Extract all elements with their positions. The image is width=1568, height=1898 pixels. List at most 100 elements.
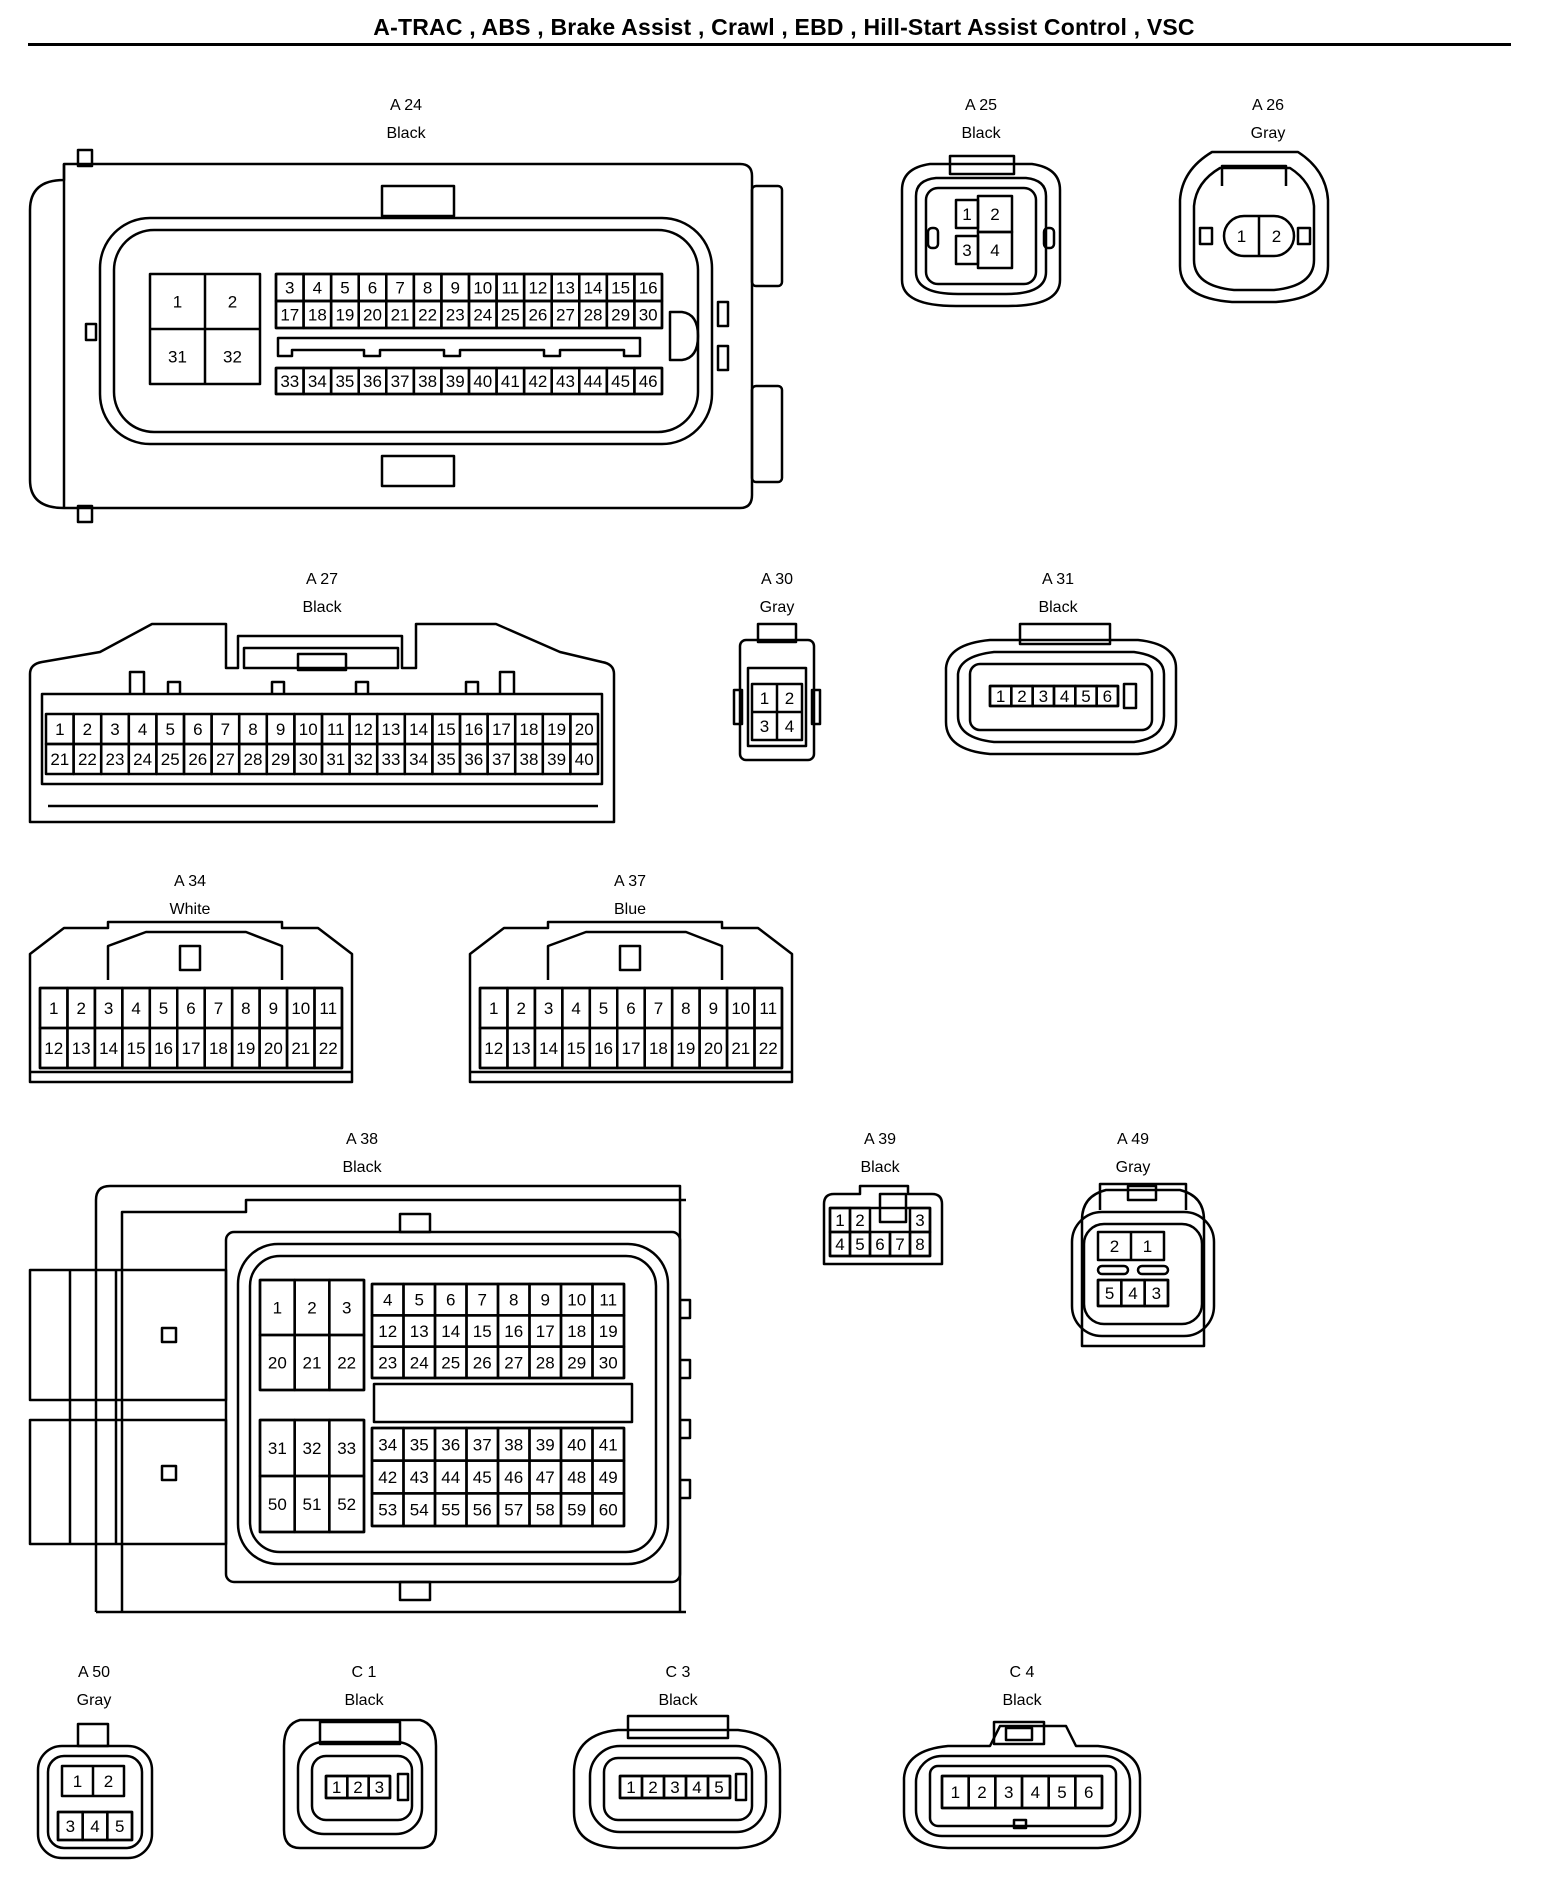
a24-pin-4: 4 — [313, 279, 322, 298]
a38-pin-50: 50 — [268, 1495, 287, 1514]
a38-pin-8: 8 — [509, 1291, 518, 1310]
a49-pin-5: 5 — [1105, 1284, 1114, 1303]
a26-notch-left — [1198, 226, 1214, 246]
a34-pin-22-cell — [313, 1026, 344, 1070]
a38-pin-52-cell — [328, 1474, 366, 1534]
a38-pin-5: 5 — [415, 1291, 424, 1310]
a27-pin-35: 35 — [437, 750, 456, 769]
a24-latch-bottom — [380, 454, 456, 488]
a39-connector-id: A 39 — [864, 1131, 896, 1148]
c1-pin-3: 3 — [375, 1778, 384, 1797]
a38-pin-39: 39 — [536, 1435, 555, 1454]
a27-pin-frame — [40, 692, 604, 786]
a34-pin-7: 7 — [214, 999, 223, 1018]
a38-pin-9: 9 — [541, 1291, 550, 1310]
a38-pin-14: 14 — [441, 1322, 460, 1341]
a24-pin-23: 23 — [446, 306, 465, 325]
a38-connector-color: Black — [342, 1159, 382, 1176]
c4-pin-6: 6 — [1084, 1783, 1093, 1802]
a34-pin-8: 8 — [241, 999, 250, 1018]
a37-pin-18: 18 — [649, 1039, 668, 1058]
c3-pin-4: 4 — [692, 1778, 701, 1797]
a38-connector-id: A 38 — [346, 1131, 378, 1148]
a25-connector-id: A 25 — [965, 97, 997, 114]
a24-connector-color: Black — [386, 125, 426, 142]
a38-pin-22-cell — [328, 1333, 366, 1392]
a38-pin-2: 2 — [307, 1299, 316, 1318]
a24-pin-25: 25 — [501, 306, 520, 325]
a38-separator-bar — [372, 1382, 634, 1424]
a24-pin-12: 12 — [528, 279, 547, 298]
a27-pin-21: 21 — [50, 750, 69, 769]
a25-pin-3: 3 — [962, 241, 971, 260]
a38-plug-square-upper — [160, 1326, 178, 1344]
a34-pin-9: 9 — [269, 999, 278, 1018]
a27-pin-17: 17 — [492, 720, 511, 739]
a37-pin-6: 6 — [626, 999, 635, 1018]
a38-pin-58: 58 — [536, 1501, 555, 1520]
a34-pin-10: 10 — [291, 999, 310, 1018]
a27-pin-9: 9 — [276, 720, 285, 739]
a24-pin-3: 3 — [285, 279, 294, 298]
a50-pin-1: 1 — [73, 1772, 82, 1791]
a24-separator — [276, 336, 642, 358]
a31-pin-frame — [968, 662, 1154, 732]
a34-pin-21: 21 — [291, 1039, 310, 1058]
a26-pin-1: 1 — [1237, 227, 1246, 246]
a24-pin-9: 9 — [450, 279, 459, 298]
a49-pin-3: 3 — [1152, 1284, 1161, 1303]
a39-pin-1: 1 — [835, 1211, 844, 1230]
c1-connector-id: C 1 — [352, 1664, 377, 1681]
a37-pin-21: 21 — [731, 1039, 750, 1058]
a38-pin-15: 15 — [473, 1322, 492, 1341]
a27-pin-19: 19 — [547, 720, 566, 739]
a38-left-plug-upper — [28, 1268, 228, 1402]
a27-pin-31: 31 — [326, 750, 345, 769]
a38-pin-52: 52 — [337, 1495, 356, 1514]
c1-inner-frame — [310, 1754, 414, 1822]
a38-pin-35: 35 — [410, 1435, 429, 1454]
a38-pin-60: 60 — [599, 1501, 618, 1520]
a24-pin-27: 27 — [556, 306, 575, 325]
a24-side-notch-b — [716, 344, 730, 372]
a49-bar-right — [1136, 1264, 1170, 1276]
c4-key — [1012, 1818, 1028, 1830]
a24-pin-28: 28 — [584, 306, 603, 325]
a34-connector-id: A 34 — [174, 873, 206, 890]
a27-connector-id: A 27 — [306, 571, 338, 588]
a38-pin-24: 24 — [410, 1353, 429, 1372]
a39-pin-5: 5 — [855, 1235, 864, 1254]
a38-pin-38: 38 — [504, 1435, 523, 1454]
a34-pin-22: 22 — [319, 1039, 338, 1058]
c4-inner-shell — [914, 1754, 1132, 1838]
a38-pin-13: 13 — [410, 1322, 429, 1341]
c4-outer-shell — [902, 1724, 1142, 1850]
a24-side-notch-c — [84, 322, 98, 342]
a24-tab-top — [76, 148, 94, 168]
c3-pin-3: 3 — [670, 1778, 679, 1797]
a38-pin-54: 54 — [410, 1501, 429, 1520]
a38-pin-33: 33 — [337, 1439, 356, 1458]
a38-pin-7: 7 — [478, 1291, 487, 1310]
a24-shell-inner — [112, 228, 700, 434]
a27-pin-15: 15 — [437, 720, 456, 739]
a37-pin-20: 20 — [704, 1039, 723, 1058]
a38-pin-1: 1 — [273, 1299, 282, 1318]
a38-pin-43: 43 — [410, 1468, 429, 1487]
c3-pin-1: 1 — [626, 1778, 635, 1797]
a34-pin-12: 12 — [44, 1039, 63, 1058]
a37-pin-14: 14 — [539, 1039, 558, 1058]
a24-pin-22: 22 — [418, 306, 437, 325]
a24-latch-top — [380, 184, 456, 218]
a38-pin-46: 46 — [504, 1468, 523, 1487]
a24-key — [668, 310, 700, 362]
a37-pin-4: 4 — [571, 999, 580, 1018]
